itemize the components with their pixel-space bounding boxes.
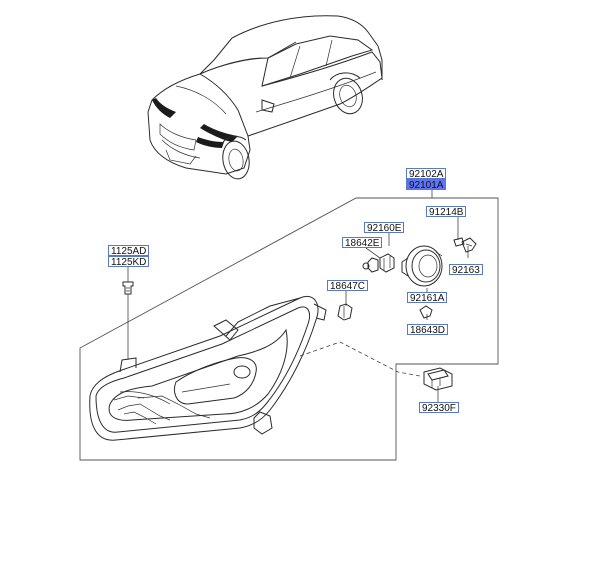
headlamp-assembly — [89, 296, 327, 441]
part-label-91214B[interactable]: 91214B — [426, 206, 467, 218]
bulb-18642E — [362, 257, 379, 273]
car-illustration — [147, 15, 383, 180]
part-label-92330F[interactable]: 92330F — [419, 402, 459, 414]
part-label-18643D[interactable]: 18643D — [407, 324, 449, 336]
part-label-92101A[interactable]: 92101A — [406, 179, 447, 191]
part-label-1125KD[interactable]: 1125KD — [108, 256, 150, 268]
bulb-18643D — [419, 305, 433, 319]
part-label-92161A[interactable]: 92161A — [407, 292, 448, 304]
part-label-1125AD[interactable]: 1125AD — [108, 245, 150, 257]
clip-91214B — [453, 237, 465, 247]
part-label-92163[interactable]: 92163 — [449, 264, 483, 276]
assembly-outline — [79, 197, 499, 461]
part-label-92160E[interactable]: 92160E — [364, 222, 405, 234]
screw-1125 — [122, 281, 134, 295]
part-label-92102A[interactable]: 92102A — [406, 168, 447, 180]
socket-92160E — [379, 253, 395, 273]
cap-92161A — [401, 245, 443, 287]
part-label-18642E[interactable]: 18642E — [342, 237, 383, 249]
bulb-18647C — [337, 303, 353, 321]
part-label-18647C[interactable]: 18647C — [327, 280, 369, 292]
bulb-92163 — [461, 237, 477, 253]
connector-92330F — [423, 367, 453, 391]
